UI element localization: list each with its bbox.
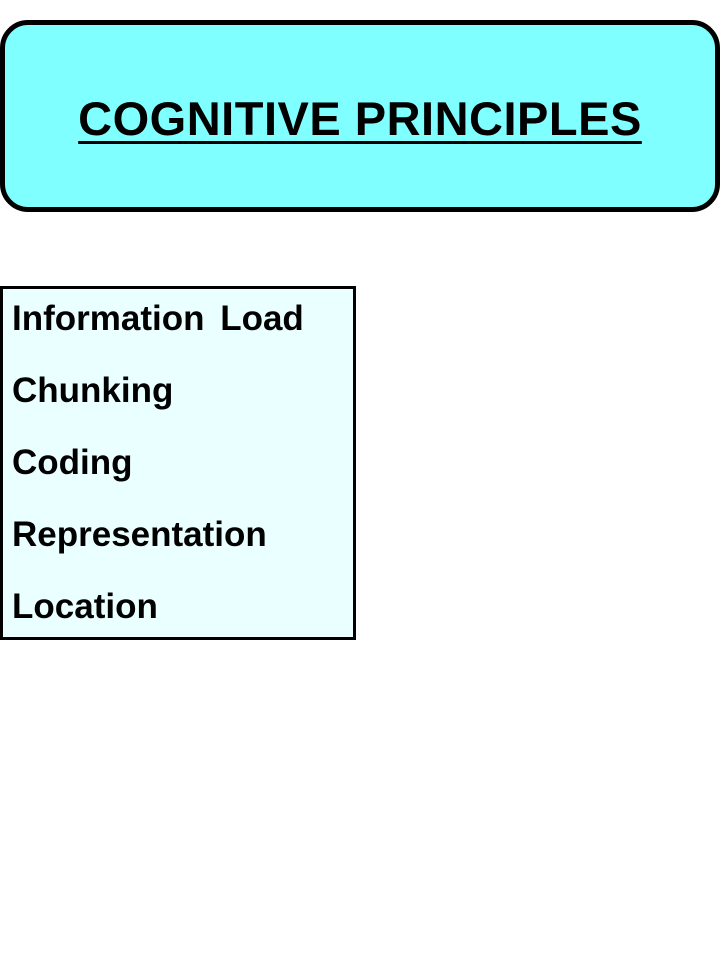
- list-item-coding: Coding: [12, 443, 133, 482]
- list-item-information-load: Information Load: [12, 299, 304, 338]
- slide-title: COGNITIVE PRINCIPLES: [78, 91, 642, 145]
- principles-list-box: Information Load Chunking Coding Represe…: [0, 286, 356, 640]
- title-banner: COGNITIVE PRINCIPLES: [0, 20, 720, 212]
- list-item-chunking: Chunking: [12, 371, 174, 410]
- list-item-location: Location: [12, 587, 158, 626]
- list-item-representation: Representation: [12, 515, 267, 554]
